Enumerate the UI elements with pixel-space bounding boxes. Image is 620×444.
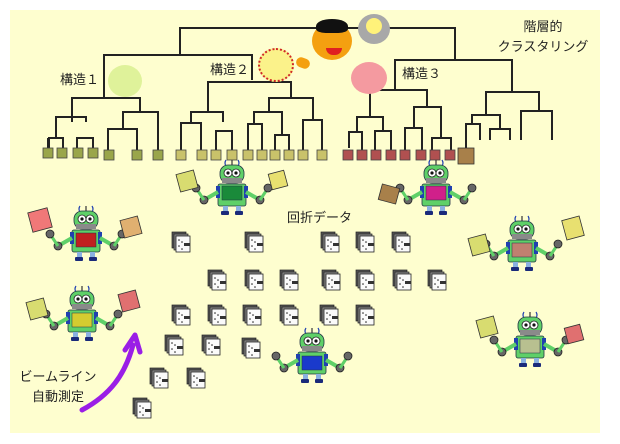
robot-left-lower: [25, 284, 141, 343]
structure-1-icon: [108, 65, 142, 97]
cluster-3-label: 構造３: [402, 67, 442, 82]
beamline-line-1: ビームライン: [19, 370, 97, 385]
structure-2-icon: [258, 48, 294, 82]
scientist-face-icon: [312, 19, 352, 60]
robot-bottom-center: [270, 326, 354, 385]
page-title: 階層的 クラスタリング: [478, 18, 608, 57]
robot-top-right: [377, 158, 478, 217]
title-line-1: 階層的: [523, 20, 563, 35]
robot-left-upper: [27, 204, 143, 263]
diffraction-data-label: 回折データ: [287, 211, 353, 226]
title-line-2: クラスタリング: [497, 39, 589, 55]
robot-top-center: [175, 158, 289, 217]
beamline-label: ビームライン 自動測定: [8, 368, 108, 407]
lightbulb-icon: [358, 14, 390, 44]
robot-right-lower: [475, 310, 585, 369]
cluster-2-label: 構造２: [210, 63, 250, 78]
structure-3-icon: [351, 62, 387, 94]
cluster-1-label: 構造１: [60, 73, 100, 88]
robot-right-middle: [467, 214, 585, 273]
beamline-line-2: 自動測定: [31, 389, 84, 405]
